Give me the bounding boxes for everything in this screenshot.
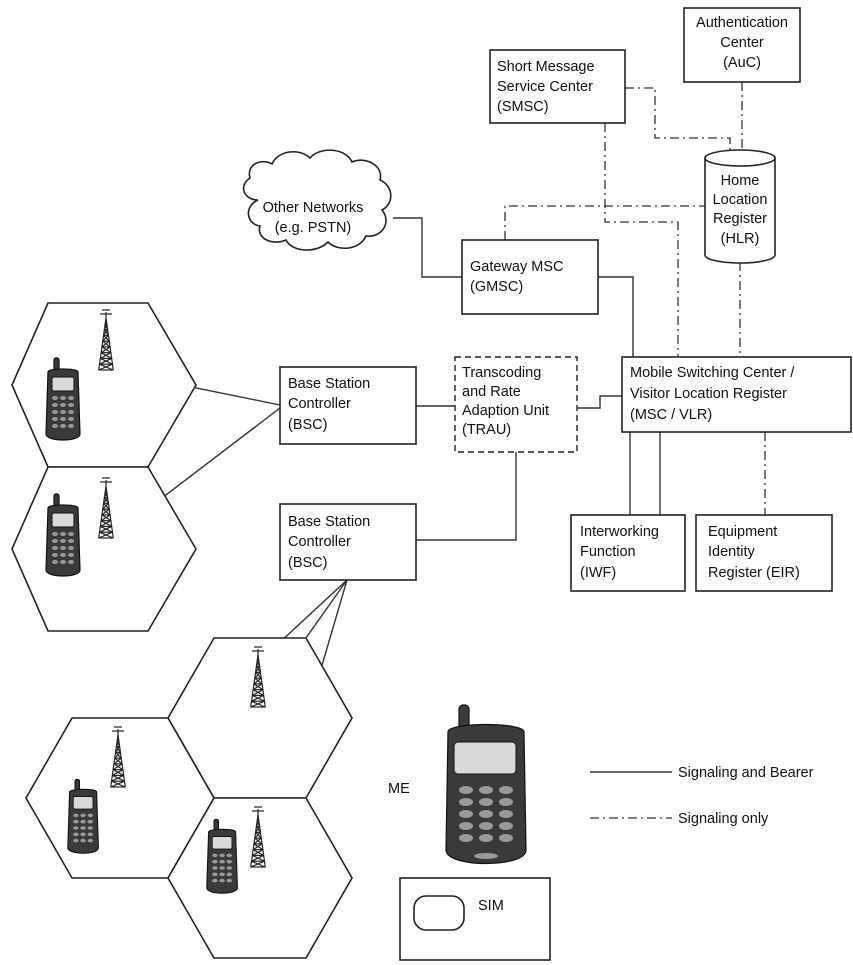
msc-vlr-label-2: Visitor Location Register — [630, 386, 787, 402]
iwf-label-3: (IWF) — [580, 565, 616, 581]
trau-label-4: (TRAU) — [462, 422, 511, 438]
smsc-label-1: Short Message — [497, 59, 595, 75]
bsc2-label-1: Base Station — [288, 514, 370, 530]
eir-label-2: Identity — [708, 544, 755, 560]
bsc2-label-3: (BSC) — [288, 555, 327, 571]
signaling-only-links — [504, 82, 766, 515]
towers — [98, 309, 266, 868]
link-smsc-msc — [604, 123, 679, 357]
sim-label: SIM — [478, 898, 504, 914]
msc-vlr-label-3: (MSC / VLR) — [630, 407, 712, 423]
hlr-label-1: Home — [721, 173, 760, 189]
auc-label-3: (AuC) — [723, 55, 761, 71]
msc-vlr-box: Mobile Switching Center / Visitor Locati… — [621, 356, 852, 433]
gmsc-box: Gateway MSC (GMSC) — [461, 239, 599, 315]
cell-hex-1 — [11, 302, 197, 468]
smsc-box: Short Message Service Center (SMSC) — [489, 49, 626, 124]
cell-tower-icon-1 — [98, 309, 114, 371]
cell-tower-icon-3 — [250, 646, 266, 708]
hlr-label-2: Location — [713, 192, 768, 208]
mobile-phone-icon-1 — [45, 357, 81, 441]
bsc1-label-1: Base Station — [288, 376, 370, 392]
cell-tower-icon-5 — [250, 806, 266, 868]
eir-label-1: Equipment — [708, 524, 777, 540]
gmsc-label-1: Gateway MSC — [470, 259, 563, 275]
link-trau-msc — [577, 395, 622, 409]
smsc-label-3: (SMSC) — [497, 99, 549, 115]
link-gmsc-hlr — [504, 205, 705, 240]
trau-label-3: Adaption Unit — [462, 403, 549, 419]
legend-solid-label: Signaling and Bearer — [678, 765, 814, 781]
bsc2-label-2: Controller — [288, 534, 351, 550]
trau-label-1: Transcoding — [462, 365, 541, 381]
msc-vlr-label-1: Mobile Switching Center / — [630, 365, 795, 381]
hlr-cylinder: Home Location Register (HLR) — [704, 149, 776, 264]
trau-label-2: and Rate — [462, 384, 521, 400]
legend: Signaling and Bearer Signaling only — [590, 765, 814, 827]
other-networks-label-1: Other Networks — [263, 200, 364, 216]
link-other-networks-gmsc — [393, 217, 462, 278]
me-label: ME — [388, 781, 410, 797]
me-device: ME — [388, 704, 527, 864]
mobile-phone-icon-4 — [206, 818, 238, 894]
bsc-box-1: Base Station Controller (BSC) — [279, 366, 417, 445]
bsc1-label-2: Controller — [288, 396, 351, 412]
link-smsc-hlr — [625, 87, 731, 150]
trau-box: Transcoding and Rate Adaption Unit (TRAU… — [454, 356, 578, 453]
iwf-label-1: Interworking — [580, 524, 659, 540]
link-gmsc-msc — [598, 276, 634, 357]
hlr-label-4: (HLR) — [721, 231, 760, 247]
cell-tower-icon-4 — [110, 726, 126, 788]
cell-tower-icon-2 — [98, 477, 114, 539]
auc-box: Authentication Center (AuC) — [683, 7, 801, 83]
legend-dashdot-label: Signaling only — [678, 811, 769, 827]
smsc-label-2: Service Center — [497, 79, 593, 95]
gmsc-label-2: (GMSC) — [470, 279, 523, 295]
mobile-phone-icon-3 — [67, 778, 99, 854]
hlr-label-3: Register — [713, 211, 767, 227]
link-trau-bsc2 — [416, 452, 517, 541]
iwf-label-2: Function — [580, 544, 636, 560]
eir-label-3: Register (EIR) — [708, 565, 800, 581]
bsc-box-2: Base Station Controller (BSC) — [279, 503, 417, 581]
other-networks-cloud: Other Networks (e.g. PSTN) — [242, 149, 392, 251]
mobile-phone-icon-2 — [45, 493, 81, 577]
sim-card: SIM — [399, 877, 551, 961]
iwf-box: Interworking Function (IWF) — [570, 514, 686, 592]
other-networks-label-2: (e.g. PSTN) — [275, 220, 352, 236]
phones — [45, 357, 238, 894]
auc-label-2: Center — [720, 35, 764, 51]
bsc1-label-3: (BSC) — [288, 417, 327, 433]
cell-hex-2 — [11, 466, 197, 632]
auc-label-1: Authentication — [696, 15, 788, 31]
eir-box: Equipment Identity Register (EIR) — [695, 514, 833, 592]
